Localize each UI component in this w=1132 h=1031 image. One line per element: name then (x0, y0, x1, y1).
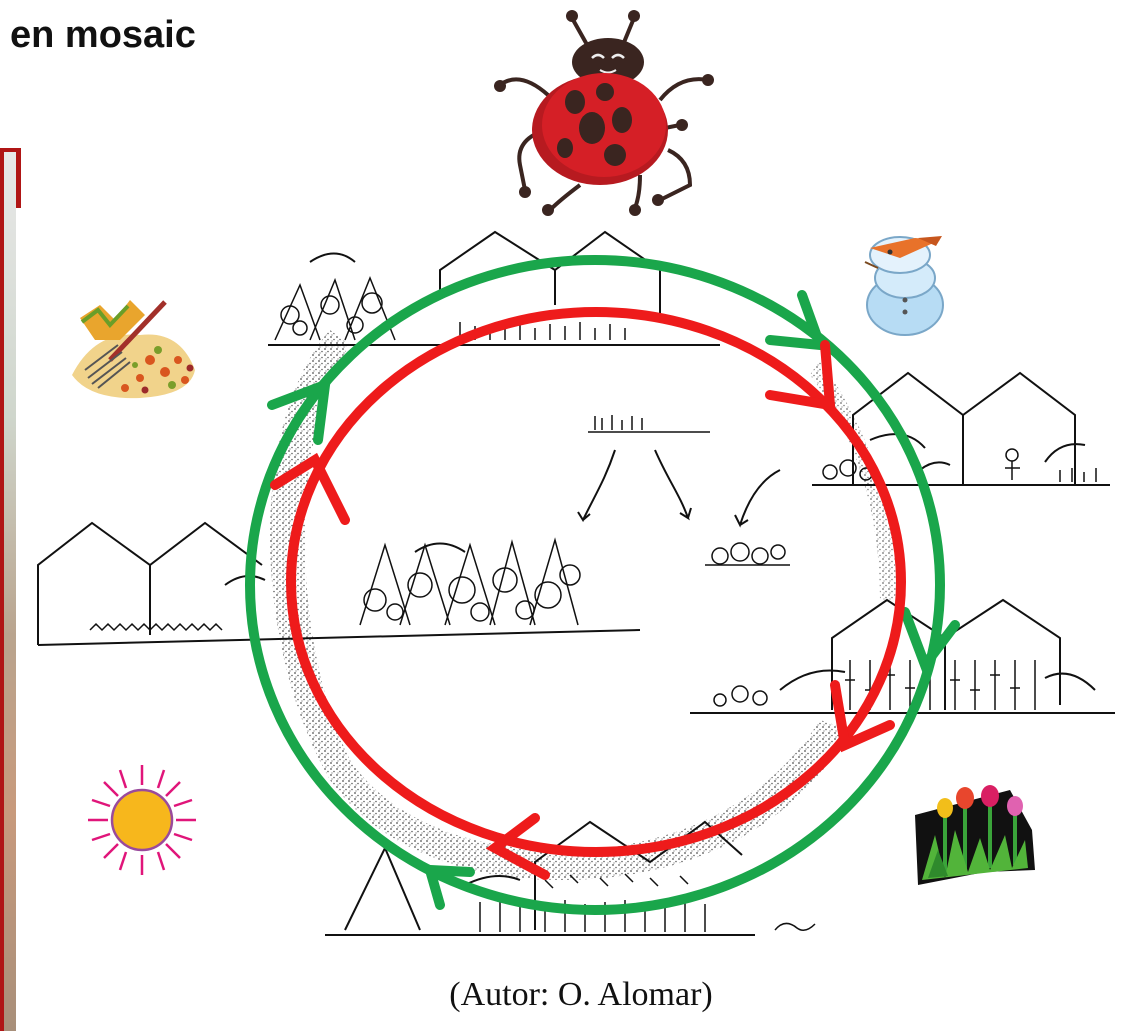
ladybug-icon (494, 10, 714, 216)
greenhouse-top (268, 230, 720, 346)
tulips-icon (915, 785, 1035, 885)
snowman-icon (864, 236, 944, 336)
slide-title: en mosaic (10, 14, 196, 56)
seedling-center (577, 415, 790, 566)
outer-arrow-right (900, 607, 960, 676)
sun-icon (88, 765, 196, 875)
outer-cycle-green (245, 255, 960, 915)
greenhouse-right-upper (812, 371, 1110, 486)
greenhouse-left (37, 521, 641, 646)
inner-arrow-top-right (765, 340, 836, 411)
figure-credit: (Autor: O. Alomar) (449, 976, 713, 1013)
inner-cycle-ring (286, 307, 906, 857)
inner-arrow-right (830, 680, 895, 753)
crop-cycle-diagram (37, 10, 1115, 936)
autumn-leaves-rake-icon (72, 300, 195, 399)
background-photo-edge (0, 148, 21, 1031)
inner-cycle-red (270, 307, 906, 880)
inner-arrow-left (270, 452, 350, 525)
outer-cycle-ring (245, 255, 945, 915)
outer-arrow-left (267, 377, 332, 445)
inner-arrow-bottom (485, 813, 550, 880)
outer-arrow-bottom (423, 864, 475, 910)
